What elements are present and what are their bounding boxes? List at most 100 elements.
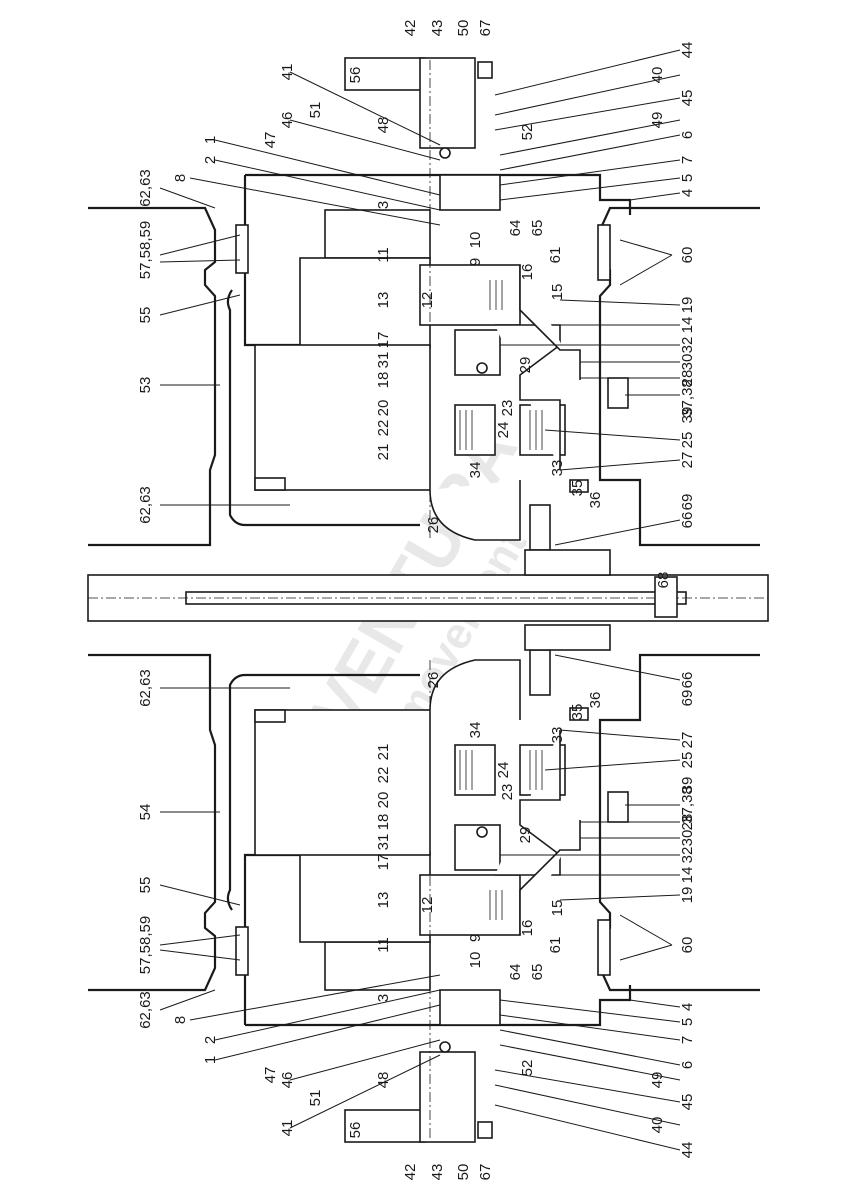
callout-label: 23 [499, 400, 516, 417]
callout-label: 68 [655, 572, 672, 589]
callout-label: 40 [649, 67, 666, 84]
callout-label: 32 [679, 847, 696, 864]
callout-label: 55 [137, 877, 154, 894]
callout-label: 61 [547, 937, 564, 954]
callout-label: 62,63 [137, 169, 154, 207]
bottom-internals [235, 624, 629, 1143]
callout-label: 18 [375, 814, 392, 831]
callout-label: 13 [375, 292, 392, 309]
callout-label: 27 [679, 452, 696, 469]
callout-label: 1 [202, 1056, 219, 1064]
callout-label: 29 [517, 357, 534, 374]
callout-label: 69 [679, 690, 696, 707]
callout-label: 52 [519, 1060, 536, 1077]
callout-label: 48 [375, 117, 392, 134]
callout-label: 64 [507, 220, 524, 237]
callout-label: 15 [549, 900, 566, 917]
callout-label: 51 [307, 1090, 324, 1107]
top-bearing-hatch [459, 280, 543, 450]
callout-label: 19 [679, 887, 696, 904]
callout-label: 37,38 [679, 786, 696, 824]
callout-label: 30 [679, 354, 696, 371]
callout-label: 1 [202, 136, 219, 144]
callout-label: 29 [517, 827, 534, 844]
callout-label: 36 [587, 692, 604, 709]
callout-label: 26 [425, 517, 442, 534]
callout-label: 47 [262, 1067, 279, 1084]
callout-label: 17 [375, 332, 392, 349]
callout-label: 39 [679, 407, 696, 424]
callout-label: 40 [649, 1117, 666, 1134]
callout-label: 10 [467, 952, 484, 969]
callout-label: 33 [549, 727, 566, 744]
callout-label: 43 [429, 1164, 446, 1181]
callout-label: 39 [679, 777, 696, 794]
callout-label: 6 [679, 1061, 696, 1069]
callout-label: 47 [262, 132, 279, 149]
main-shaft [87, 574, 769, 622]
callout-label: 20 [375, 400, 392, 417]
callout-label: 25 [679, 432, 696, 449]
callout-label: 56 [347, 67, 364, 84]
callout-label: 24 [495, 422, 512, 439]
callout-label: 9 [467, 258, 484, 266]
callout-label: 62,63 [137, 486, 154, 524]
callout-label: 14 [679, 867, 696, 884]
callout-label: 45 [679, 90, 696, 107]
callout-label: 28 [679, 814, 696, 831]
callout-label: 57,58,59 [137, 221, 154, 279]
callout-label: 31 [375, 834, 392, 851]
callout-label: 11 [375, 247, 392, 263]
callout-label: 41 [279, 1120, 296, 1137]
callout-label: 62,63 [137, 669, 154, 707]
callout-label: 50 [455, 20, 472, 37]
callout-label: 16 [519, 920, 536, 937]
callout-label: 46 [279, 1072, 296, 1089]
callout-label: 3 [375, 994, 392, 1002]
callout-label: 34 [467, 722, 484, 739]
callout-label: 21 [375, 744, 392, 761]
callout-label: 53 [137, 377, 154, 394]
callout-label: 46 [279, 112, 296, 129]
callout-label: 41 [279, 64, 296, 81]
leader-lines [159, 49, 681, 1151]
callout-label: 17 [375, 854, 392, 871]
callout-label: 18 [375, 372, 392, 389]
callout-label: 14 [679, 317, 696, 334]
callout-label: 12 [419, 897, 436, 914]
callout-label: 66 [679, 672, 696, 689]
callout-label: 64 [507, 964, 524, 981]
callout-label: 54 [137, 804, 154, 821]
callout-label: 37,38 [679, 379, 696, 417]
callout-label: 8 [172, 1016, 189, 1024]
callout-label: 42 [402, 1164, 419, 1181]
callout-label: 21 [375, 444, 392, 461]
callout-label: 48 [375, 1072, 392, 1089]
callout-label: 8 [172, 174, 189, 182]
callout-label: 5 [679, 1018, 696, 1026]
callout-label: 2 [202, 1036, 219, 1044]
callout-label: 13 [375, 892, 392, 909]
callout-label: 35 [569, 704, 586, 721]
callout-label: 60 [679, 937, 696, 954]
callout-label: 55 [137, 307, 154, 324]
callout-label: 31 [375, 352, 392, 369]
callout-label: 50 [455, 1164, 472, 1181]
callout-label: 25 [679, 752, 696, 769]
callout-label: 22 [375, 767, 392, 784]
callout-label: 42 [402, 20, 419, 37]
callout-label: 51 [307, 102, 324, 119]
callout-label: 36 [587, 492, 604, 509]
callout-label: 35 [569, 480, 586, 497]
callout-label: 6 [679, 131, 696, 139]
callout-label: 20 [375, 792, 392, 809]
callout-label: 30 [679, 830, 696, 847]
callout-label: 49 [649, 112, 666, 129]
callout-label: 24 [495, 762, 512, 779]
callout-label: 3 [375, 201, 392, 209]
callout-label: 28 [679, 370, 696, 387]
callout-label: 69 [679, 494, 696, 511]
callout-label: 61 [547, 247, 564, 264]
callout-label: 2 [202, 156, 219, 164]
